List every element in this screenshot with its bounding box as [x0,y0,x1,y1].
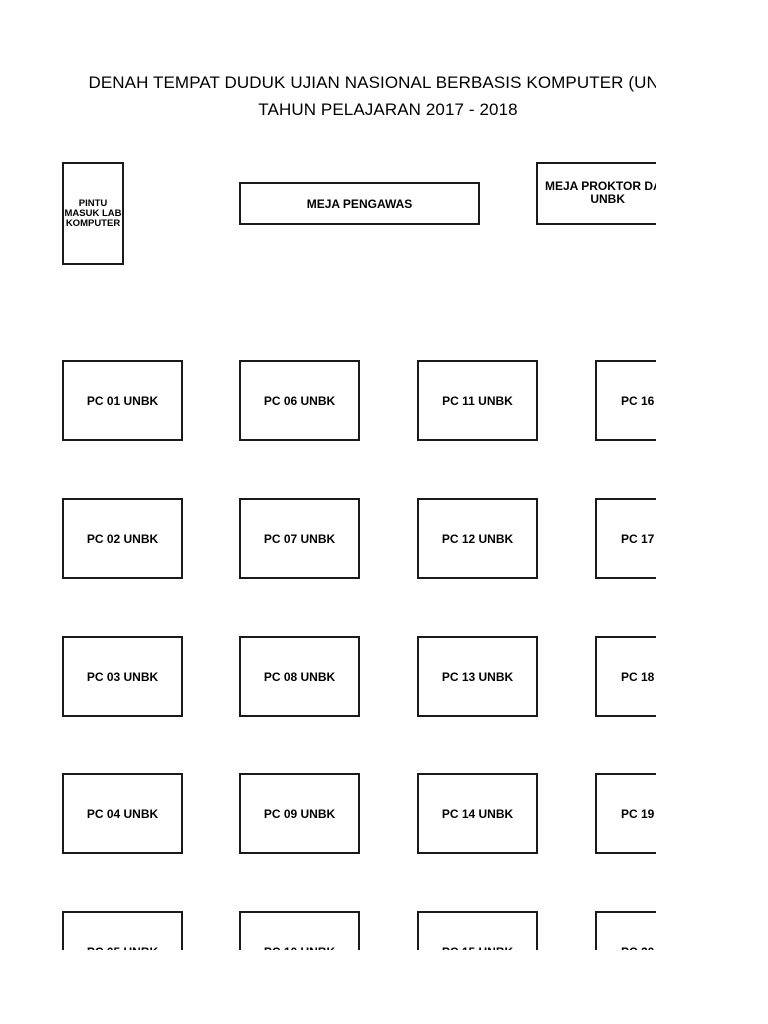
pc-seat: PC 05 UNBK [62,911,183,950]
pc-seat: PC 15 UNBK [417,911,538,950]
supervisor-desk: MEJA PENGAWAS [239,182,480,225]
pc-seat: PC 18 [595,636,656,717]
seating-plan-sheet: DENAH TEMPAT DUDUK UJIAN NASIONAL BERBAS… [62,73,656,950]
proctor-desk: MEJA PROKTOR DAN UNBK [536,162,656,225]
pc-seat: PC 04 UNBK [62,773,183,854]
pc-seat: PC 20 [595,911,656,950]
pc-seat: PC 14 UNBK [417,773,538,854]
pc-seat: PC 12 UNBK [417,498,538,579]
pc-seat: PC 16 [595,360,656,441]
pc-seat: PC 13 UNBK [417,636,538,717]
pc-seat: PC 06 UNBK [239,360,360,441]
plan-title: DENAH TEMPAT DUDUK UJIAN NASIONAL BERBAS… [88,73,656,92]
lab-entrance-door: PINTU MASUK LAB KOMPUTER [62,162,124,265]
pc-seat: PC 07 UNBK [239,498,360,579]
pc-seat: PC 03 UNBK [62,636,183,717]
plan-subtitle: TAHUN PELAJARAN 2017 - 2018 [258,100,518,119]
pc-seat: PC 10 UNBK [239,911,360,950]
pc-seat: PC 11 UNBK [417,360,538,441]
pc-seat: PC 09 UNBK [239,773,360,854]
pc-seat: PC 02 UNBK [62,498,183,579]
pc-seat: PC 08 UNBK [239,636,360,717]
pc-seat: PC 01 UNBK [62,360,183,441]
pc-seat: PC 17 [595,498,656,579]
pc-seat: PC 19 [595,773,656,854]
